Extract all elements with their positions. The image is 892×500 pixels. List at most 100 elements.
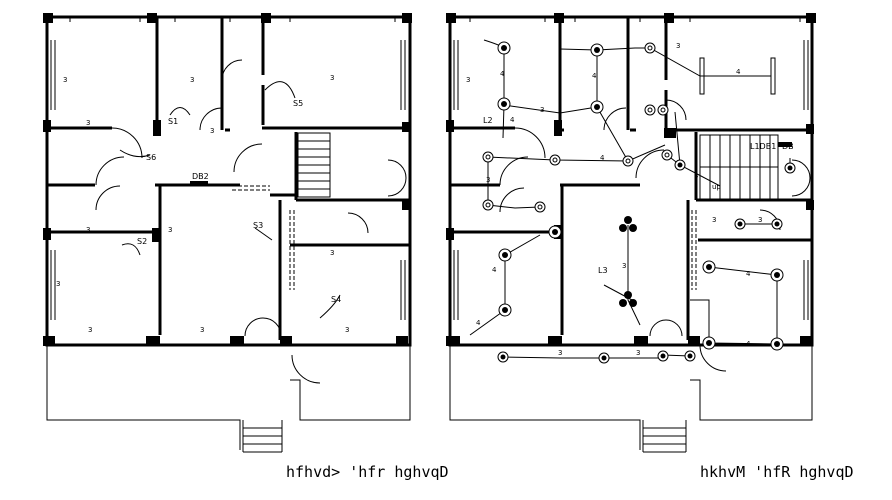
wall-light-icon xyxy=(622,155,634,167)
ceiling-light-icon xyxy=(774,341,780,347)
column xyxy=(664,13,674,23)
switch-label: S3 xyxy=(253,221,263,230)
wall-light-icon xyxy=(644,104,656,116)
tube-light xyxy=(770,57,776,95)
interior-walls xyxy=(47,185,410,340)
door-swing xyxy=(111,127,143,159)
svg-text:3: 3 xyxy=(63,76,67,84)
opening xyxy=(691,210,697,290)
svg-text:3: 3 xyxy=(676,42,680,50)
door-swing xyxy=(291,354,321,384)
ceiling-light-icon xyxy=(501,45,507,51)
svg-text:3: 3 xyxy=(200,326,204,334)
svg-text:3: 3 xyxy=(88,326,92,334)
light-fixtures xyxy=(497,41,796,364)
ceiling-light-icon xyxy=(660,353,666,359)
door-swing xyxy=(649,319,683,337)
svg-text:4: 4 xyxy=(736,68,741,76)
circuit-numbers: 3 3 3 3 3 3 3 3 3 3 3 3 xyxy=(56,74,349,334)
fan-icon xyxy=(629,224,637,232)
svg-text:3: 3 xyxy=(345,326,349,334)
column xyxy=(402,200,410,210)
door-swing xyxy=(499,156,529,186)
window xyxy=(50,40,406,320)
column xyxy=(43,120,51,132)
svg-text:3: 3 xyxy=(330,74,334,82)
door-swing xyxy=(244,317,282,337)
opening xyxy=(232,185,270,191)
ceiling-light-icon xyxy=(774,221,780,227)
door-swing xyxy=(95,156,125,186)
ceiling-light-icon xyxy=(706,340,712,346)
ceiling-light-icon xyxy=(594,104,600,110)
svg-text:4: 4 xyxy=(592,72,597,80)
switch-label: S6 xyxy=(146,153,156,162)
svg-text:4: 4 xyxy=(746,270,751,278)
door-swing xyxy=(95,185,121,211)
switch-label: S4 xyxy=(331,295,341,304)
svg-text:3: 3 xyxy=(694,172,698,180)
column xyxy=(800,336,812,346)
ceiling-light-icon xyxy=(706,264,712,270)
fan-icon xyxy=(619,224,627,232)
door-swing xyxy=(221,59,243,81)
wall-light-icon xyxy=(644,42,656,54)
column xyxy=(446,336,460,346)
circuit-numbers: 3 4 4 3 4 3 4 4 3 4 4 3 4 4 3 3 3 3 3 xyxy=(466,42,762,357)
balcony-rail xyxy=(46,345,411,450)
svg-text:3: 3 xyxy=(190,76,194,84)
ceiling-light-icon xyxy=(787,165,793,171)
door-swing xyxy=(635,149,665,179)
interior-walls xyxy=(450,132,812,202)
fan-cluster xyxy=(619,216,637,307)
svg-text:3: 3 xyxy=(330,249,334,257)
fan-icon xyxy=(624,216,632,224)
left-floor-plan: 3 3 3 3 3 3 3 3 3 3 3 3 S1 S2 S3 S4 S5 S… xyxy=(43,13,449,481)
window-mark xyxy=(469,17,801,22)
column xyxy=(664,128,676,138)
ceiling-light-icon xyxy=(687,353,693,359)
column xyxy=(806,200,814,210)
column xyxy=(446,228,454,240)
window-mark xyxy=(69,17,396,22)
fan-icon xyxy=(629,299,637,307)
right-plan-caption: hkhvM 'hfR hghvqD xyxy=(700,463,854,481)
interior-walls xyxy=(450,185,812,340)
column xyxy=(152,228,160,242)
left-outer-wall xyxy=(45,15,412,347)
door-swing xyxy=(699,344,727,372)
column xyxy=(230,336,244,346)
interior-walls xyxy=(450,126,812,132)
wall-light-icon xyxy=(482,151,494,163)
svg-text:4: 4 xyxy=(510,116,515,124)
db-label: DB xyxy=(782,142,794,151)
svg-text:3: 3 xyxy=(168,226,172,234)
svg-text:4: 4 xyxy=(500,70,505,78)
door-swing xyxy=(233,143,263,173)
column xyxy=(146,336,160,346)
svg-text:3: 3 xyxy=(622,262,626,270)
left-plan-caption: hfhvd> 'hfr hghvqD xyxy=(286,463,449,481)
opening xyxy=(289,210,295,290)
wall-light-icon xyxy=(657,104,669,116)
ceiling-light-icon xyxy=(500,354,506,360)
right-staircase xyxy=(699,134,779,200)
column xyxy=(147,13,157,23)
column xyxy=(280,336,292,346)
svg-text:3: 3 xyxy=(558,349,562,357)
svg-text:3: 3 xyxy=(86,119,90,127)
ceiling-light-icon xyxy=(502,307,508,313)
light-label: L3 xyxy=(598,266,608,275)
wall-light-icon xyxy=(549,154,561,166)
ceiling-light-icon xyxy=(677,162,683,168)
entry-steps xyxy=(242,420,283,453)
wall-light-icon xyxy=(661,149,673,161)
svg-text:3: 3 xyxy=(540,106,544,114)
distribution-board xyxy=(778,142,792,147)
door-swing xyxy=(603,107,627,131)
stair-up-label: up xyxy=(712,183,721,191)
switch-label: S2 xyxy=(137,237,147,246)
right-outer-wall xyxy=(448,15,814,347)
switch-label: S1 xyxy=(168,117,178,126)
